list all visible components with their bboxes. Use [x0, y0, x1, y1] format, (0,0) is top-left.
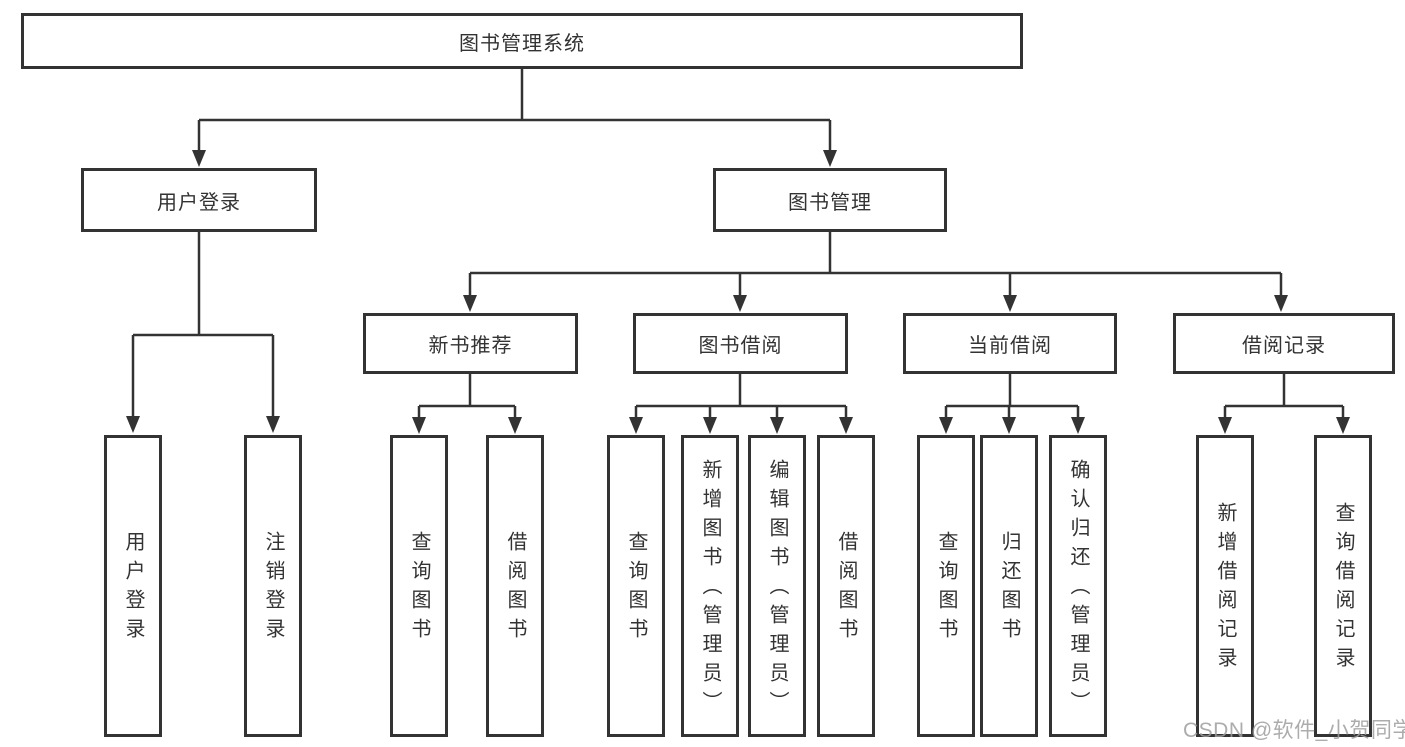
connector-userlogin-to-leaves — [131, 232, 275, 417]
leaf-query-borrow-record: 查询借阅记录 — [1314, 435, 1372, 737]
arrowheads-level2 — [192, 150, 837, 167]
leaf-borrow-books-recommend: 借阅图书 — [486, 435, 544, 737]
node-user-login: 用户登录 — [81, 168, 317, 232]
node-new-book-recommend: 新书推荐 — [363, 313, 578, 374]
node-book-borrow: 图书借阅 — [633, 313, 848, 374]
node-book-management: 图书管理 — [713, 168, 947, 232]
watermark: CSDN @软件_小贺同学 — [1183, 719, 1405, 742]
connector-borrow-to-leaves — [634, 374, 848, 419]
arrowheads-current-leaves — [939, 417, 1085, 434]
leaf-query-books-recommend: 查询图书 — [390, 435, 448, 737]
node-current-borrow: 当前借阅 — [903, 313, 1117, 374]
leaf-confirm-return-admin: 确认归还（管理员） — [1049, 435, 1107, 737]
arrowheads-recommend-leaves — [412, 417, 522, 434]
connector-records-to-leaves — [1223, 374, 1345, 419]
arrowheads-level3 — [463, 295, 1288, 312]
leaf-query-books-current: 查询图书 — [917, 435, 975, 737]
connector-root-to-level2 — [197, 69, 832, 152]
arrowheads-records-leaves — [1218, 417, 1350, 434]
node-borrow-records: 借阅记录 — [1173, 313, 1395, 374]
connector-current-to-leaves — [944, 374, 1080, 419]
leaf-add-borrow-record: 新增借阅记录 — [1196, 435, 1254, 737]
leaf-user-login: 用户登录 — [104, 435, 162, 737]
leaf-query-books-borrow: 查询图书 — [607, 435, 665, 737]
node-library-system: 图书管理系统 — [21, 13, 1023, 69]
leaf-edit-book-admin: 编辑图书（管理员） — [748, 435, 806, 737]
leaf-add-book-admin: 新增图书（管理员） — [681, 435, 739, 737]
arrowheads-borrow-leaves — [629, 417, 853, 434]
leaf-logout: 注销登录 — [244, 435, 302, 737]
connector-bookmgmt-to-level3 — [468, 232, 1283, 297]
connector-recommend-to-leaves — [417, 374, 517, 419]
leaf-borrow-books: 借阅图书 — [817, 435, 875, 737]
arrowheads-user-leaves — [126, 416, 280, 433]
leaf-return-book: 归还图书 — [980, 435, 1038, 737]
